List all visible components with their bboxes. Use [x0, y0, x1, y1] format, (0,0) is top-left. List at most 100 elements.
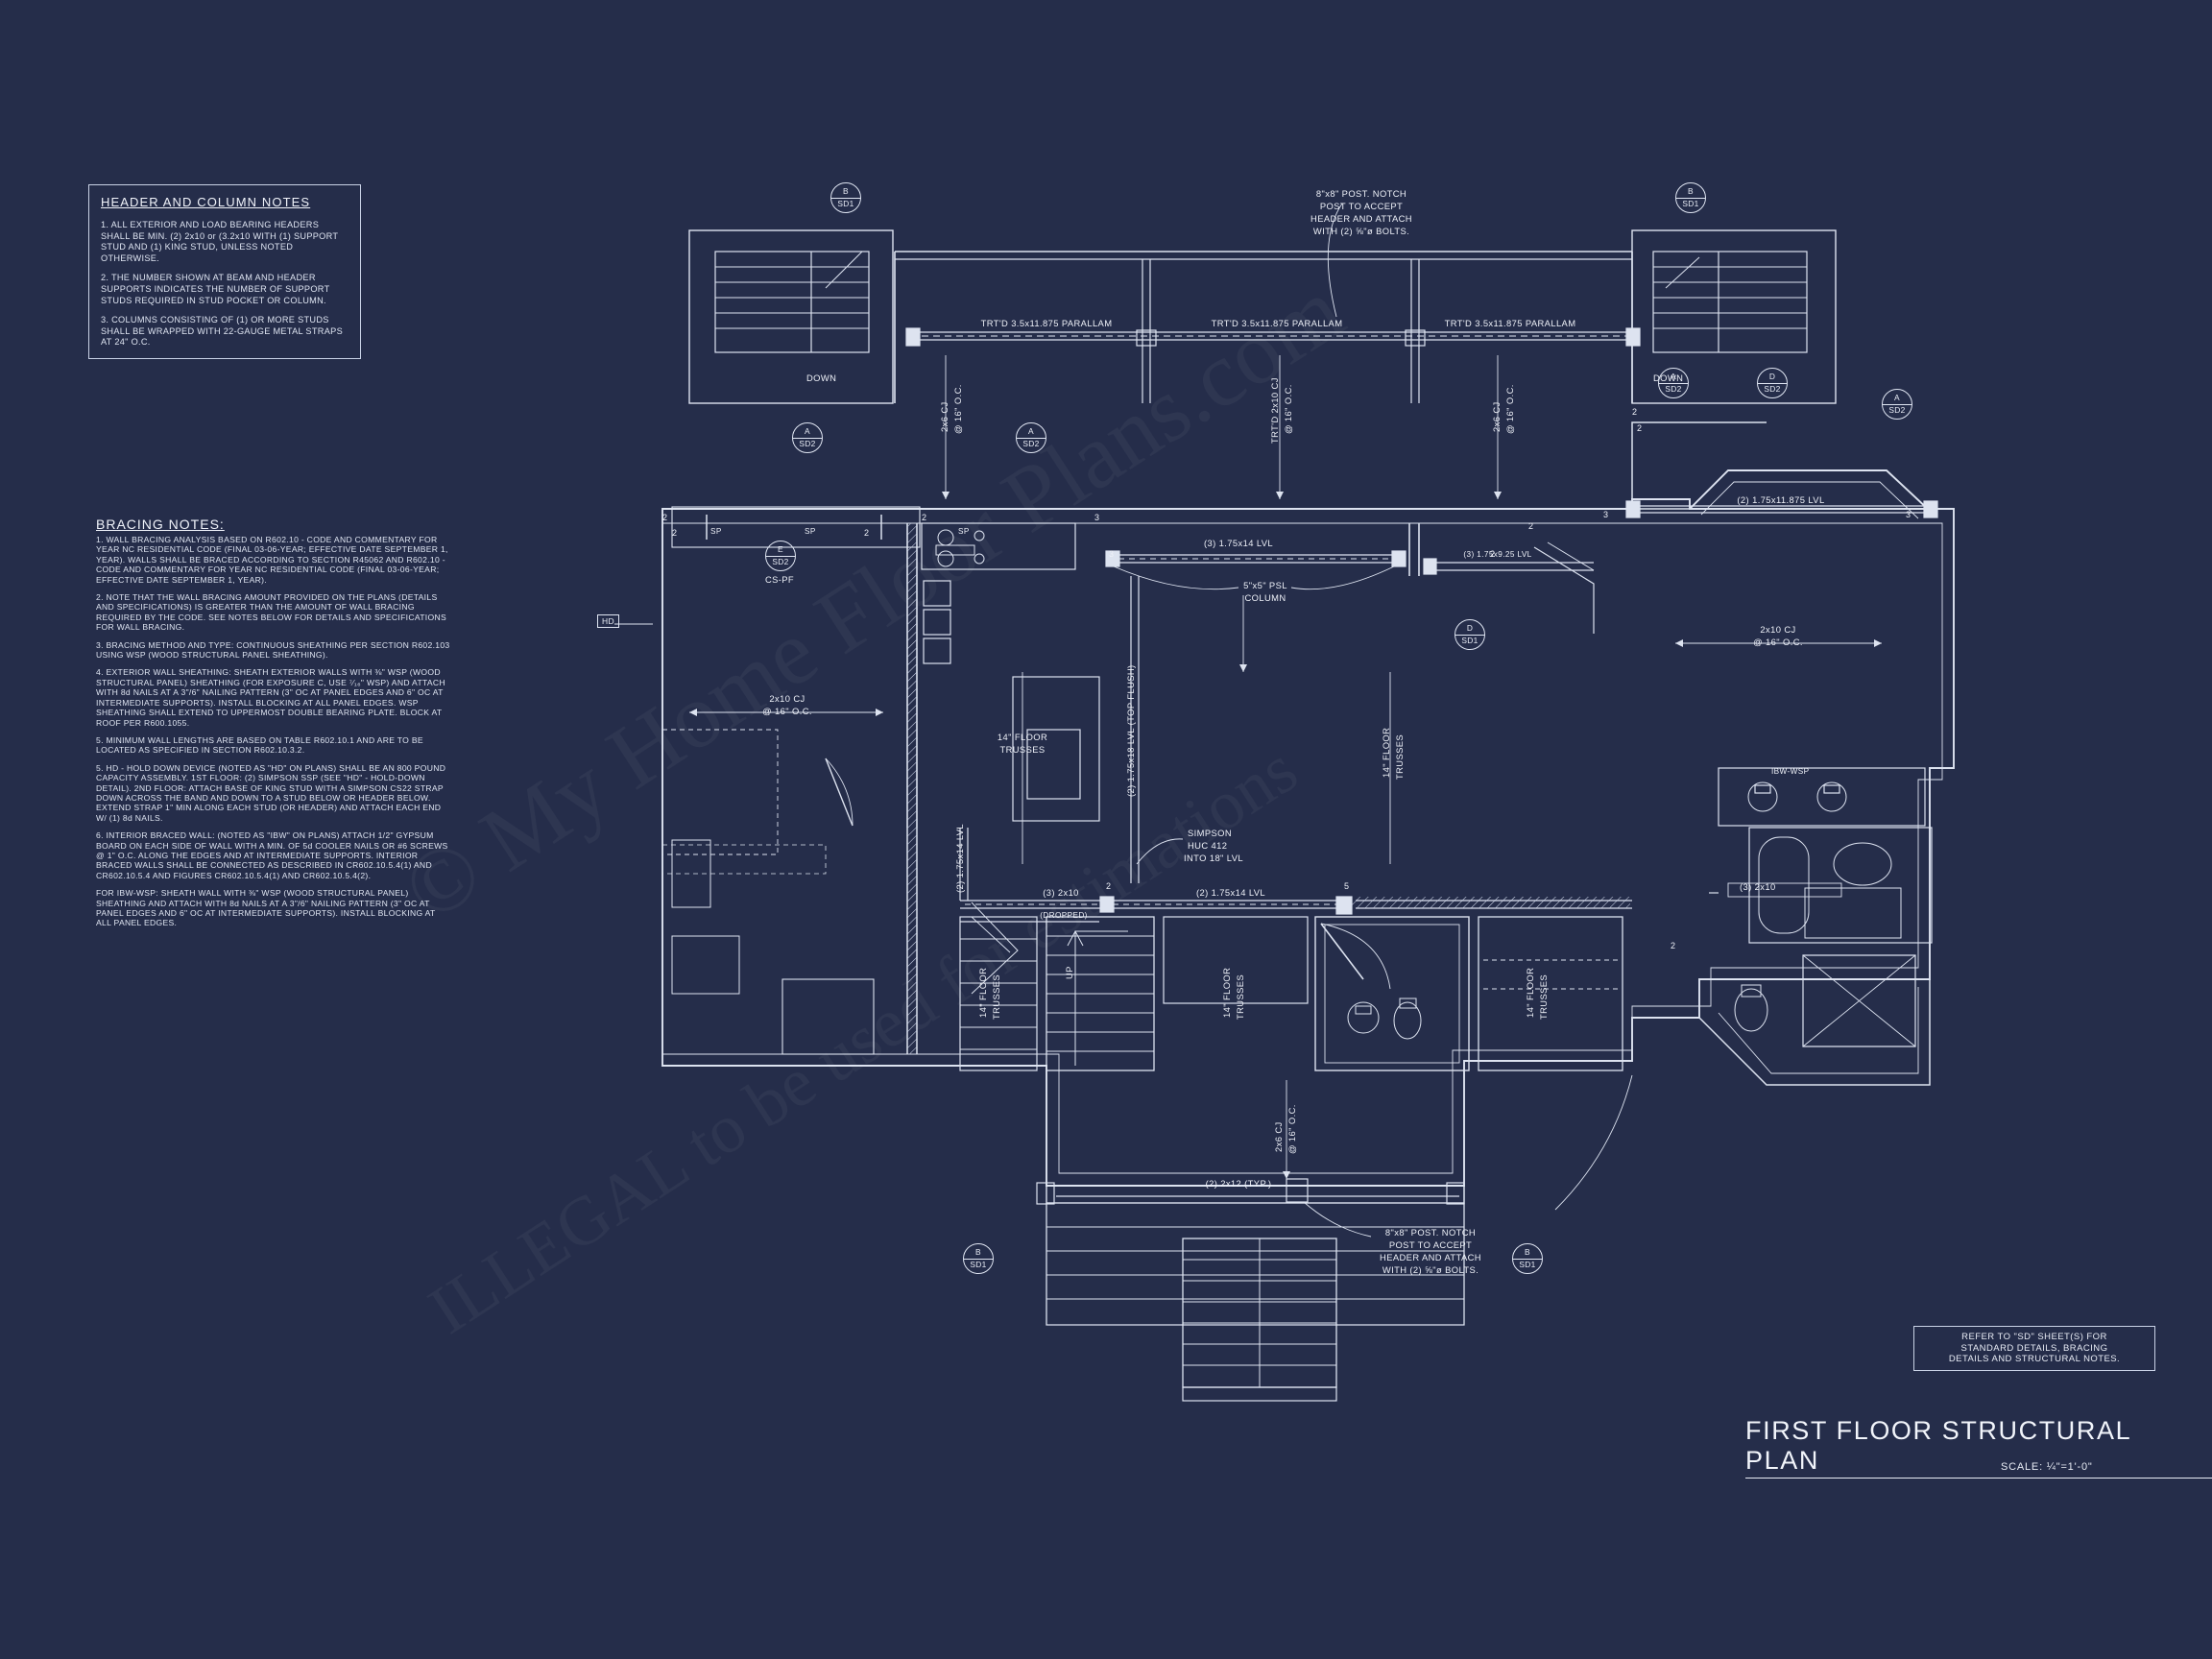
- joist-label-2x6-a: 2x6 CJ: [939, 401, 950, 432]
- bubble-top-text: B: [1676, 186, 1705, 199]
- callout-simpson-l1: SIMPSON: [1188, 828, 1233, 838]
- detail-bubble-a-sd2-mid[interactable]: A SD2: [1016, 422, 1046, 453]
- bracing-note-6: 5. HD - HOLD DOWN DEVICE (NOTED AS "HD" …: [96, 762, 446, 823]
- stud-count: 3: [1094, 513, 1100, 522]
- header-note-3: 3. COLUMNS CONSISTING OF (1) OR MORE STU…: [101, 315, 343, 348]
- beam-label-parallam-left: TRT'D 3.5x11.875 PARALLAM: [980, 318, 1113, 328]
- refer-to-sd-note: REFER TO "SD" SHEET(S) FOR STANDARD DETA…: [1913, 1326, 2155, 1371]
- joist-label-2x6-c: 2x6 CJ: [1273, 1121, 1284, 1152]
- stud-count: 2: [1106, 881, 1112, 891]
- callout-simpson-l3: INTO 18" LVL: [1184, 853, 1243, 863]
- label-down-left: DOWN: [806, 373, 837, 383]
- beam-label-lvl-175x925: (3) 1.75x9.25 LVL: [1463, 550, 1532, 559]
- bubble-top-text: D: [1455, 623, 1484, 636]
- bracing-notes-title: BRACING NOTES:: [96, 517, 225, 532]
- truss-label-c: 14" FLOOR: [977, 967, 988, 1018]
- callout-post-bottom-l1: 8"x8" POST. NOTCH: [1384, 1227, 1477, 1238]
- bubble-bottom-text: SD2: [1888, 404, 1906, 415]
- stud-count: 2: [1490, 549, 1496, 559]
- joist-label-trtd-2x10-oc: @ 16" O.C.: [1283, 384, 1293, 434]
- joist-label-cj-left: 2x10 CJ: [769, 693, 805, 704]
- callout-simpson-l2: HUC 412: [1188, 840, 1228, 851]
- joist-label-trtd-2x10: TRT'D 2x10 CJ: [1269, 377, 1280, 444]
- callout-psl-column-l2: COLUMN: [1244, 592, 1286, 603]
- header-column-notes-box: HEADER AND COLUMN NOTES 1. ALL EXTERIOR …: [88, 184, 361, 359]
- label-sp-a: SP: [710, 527, 722, 536]
- bubble-bottom-text: SD1: [1519, 1259, 1536, 1269]
- bubble-top-text: A: [1659, 372, 1688, 384]
- header-note-1: 1. ALL EXTERIOR AND LOAD BEARING HEADERS…: [101, 220, 339, 263]
- detail-bubble-a-sd2-right2[interactable]: A SD2: [1882, 389, 1912, 420]
- bracing-note-5: 5. MINIMUM WALL LENGTHS ARE BASED ON TAB…: [96, 734, 423, 756]
- joist-label-2x6-b: 2x6 CJ: [1491, 401, 1502, 432]
- joist-label-2x6-a-oc: @ 16" O.C.: [952, 384, 963, 434]
- beam-label-lvl-175x14-a: (3) 1.75x14 LVL: [1203, 538, 1274, 548]
- bubble-top-text: B: [964, 1247, 993, 1260]
- callout-post-top-l3: HEADER AND ATTACH: [1310, 213, 1412, 224]
- bubble-top-text: E: [766, 544, 795, 557]
- callout-post-bottom-l4: WITH (2) ⅝"ø BOLTS.: [1382, 1264, 1479, 1275]
- bracing-note-8: FOR IBW-WSP: SHEATH WALL WITH ⅜" WSP (WO…: [96, 888, 436, 928]
- detail-bubble-a-sd2-left[interactable]: A SD2: [792, 422, 823, 453]
- drawing-scale: SCALE: ¼"=1'-0": [2001, 1461, 2093, 1473]
- bubble-bottom-text: SD2: [1764, 383, 1781, 394]
- bubble-top-text: B: [831, 186, 860, 199]
- header-note-2: 2. THE NUMBER SHOWN AT BEAM AND HEADER S…: [101, 273, 330, 305]
- label-sp-c: SP: [958, 527, 970, 536]
- label-ibw-wsp: IBW-WSP: [1771, 767, 1810, 776]
- bubble-top-text: A: [1017, 426, 1046, 439]
- joist-label-2x6-b-oc: @ 16" O.C.: [1504, 384, 1515, 434]
- truss-label-d2: TRUSSES: [1235, 974, 1245, 1020]
- truss-label-d: 14" FLOOR: [1221, 967, 1232, 1018]
- label-sp-b: SP: [805, 527, 816, 536]
- bubble-bottom-text: SD1: [1461, 635, 1479, 645]
- bubble-bottom-text: SD1: [1682, 198, 1699, 208]
- truss-label-c2: TRUSSES: [991, 974, 1001, 1020]
- detail-bubble-d-sd2-right[interactable]: D SD2: [1757, 368, 1788, 398]
- callout-psl-column-l1: 5"x5" PSL: [1243, 580, 1287, 590]
- detail-bubble-b-sd1-top-left[interactable]: B SD1: [830, 182, 861, 213]
- bubble-bottom-text: SD1: [837, 198, 854, 208]
- beam-label-lvl-175x14-b: (2) 1.75x14 LVL: [1195, 887, 1266, 898]
- detail-bubble-b-sd1-top-right[interactable]: B SD1: [1675, 182, 1706, 213]
- stud-count: 2: [1671, 941, 1676, 950]
- stud-count: 2: [662, 513, 668, 522]
- detail-bubble-b-sd1-bottom-left[interactable]: B SD1: [963, 1243, 994, 1274]
- detail-bubble-b-sd1-bottom-right[interactable]: B SD1: [1512, 1243, 1543, 1274]
- detail-bubble-e-sd2[interactable]: E SD2: [765, 541, 796, 571]
- bubble-top-text: D: [1758, 372, 1787, 384]
- bubble-bottom-text: SD1: [970, 1259, 987, 1269]
- stud-count: 2: [1637, 423, 1643, 433]
- stud-count: 3: [1906, 510, 1911, 519]
- bubble-top-text: B: [1513, 1247, 1542, 1260]
- truss-label-a: 14" FLOOR: [997, 732, 1048, 742]
- bracing-notes-block: BRACING NOTES: 1. WALL BRACING ANALYSIS …: [96, 517, 451, 936]
- detail-bubble-a-sd2-right1[interactable]: A SD2: [1658, 368, 1689, 398]
- stud-count: 2: [1528, 521, 1534, 531]
- bubble-bottom-text: SD2: [1022, 438, 1040, 448]
- beam-label-dropped: (DROPPED): [1040, 911, 1088, 920]
- stud-count: 2: [864, 528, 870, 538]
- truss-label-a2: TRUSSES: [999, 744, 1046, 755]
- stud-count: 2: [922, 513, 927, 522]
- stud-count: 5: [1344, 881, 1350, 891]
- truss-label-e2: TRUSSES: [1538, 974, 1549, 1020]
- detail-bubble-d-sd1[interactable]: D SD1: [1455, 619, 1485, 650]
- header-column-notes-title: HEADER AND COLUMN NOTES: [101, 195, 311, 209]
- beam-label-parallam-mid: TRT'D 3.5x11.875 PARALLAM: [1211, 318, 1343, 328]
- joist-label-cj-right-oc: @ 16" O.C.: [1753, 637, 1803, 647]
- callout-post-bottom-l3: HEADER AND ATTACH: [1380, 1252, 1481, 1262]
- bracing-note-3: 3. BRACING METHOD AND TYPE: CONTINUOUS S…: [96, 639, 450, 661]
- callout-post-top-l4: WITH (2) ⅝"ø BOLTS.: [1312, 226, 1410, 236]
- beam-label-lvl-2x10: (3) 2x10: [1043, 887, 1079, 898]
- refer-note-line-2: STANDARD DETAILS, BRACING: [1960, 1342, 2108, 1354]
- callout-post-top-l2: POST TO ACCEPT: [1319, 201, 1404, 211]
- beam-label-lvl-175x11875: (2) 1.75x11.875 LVL: [1737, 494, 1825, 505]
- bracing-note-4: 4. EXTERIOR WALL SHEATHING: SHEATH EXTER…: [96, 667, 445, 728]
- bracing-note-1: 1. WALL BRACING ANALYSIS BASED ON R602.1…: [96, 535, 448, 585]
- page-title: FIRST FLOOR STRUCTURAL PLAN: [1745, 1416, 2212, 1479]
- label-3-2x10-right: (3) 2x10: [1740, 881, 1776, 892]
- refer-note-line-3: DETAILS AND STRUCTURAL NOTES.: [1948, 1354, 2121, 1364]
